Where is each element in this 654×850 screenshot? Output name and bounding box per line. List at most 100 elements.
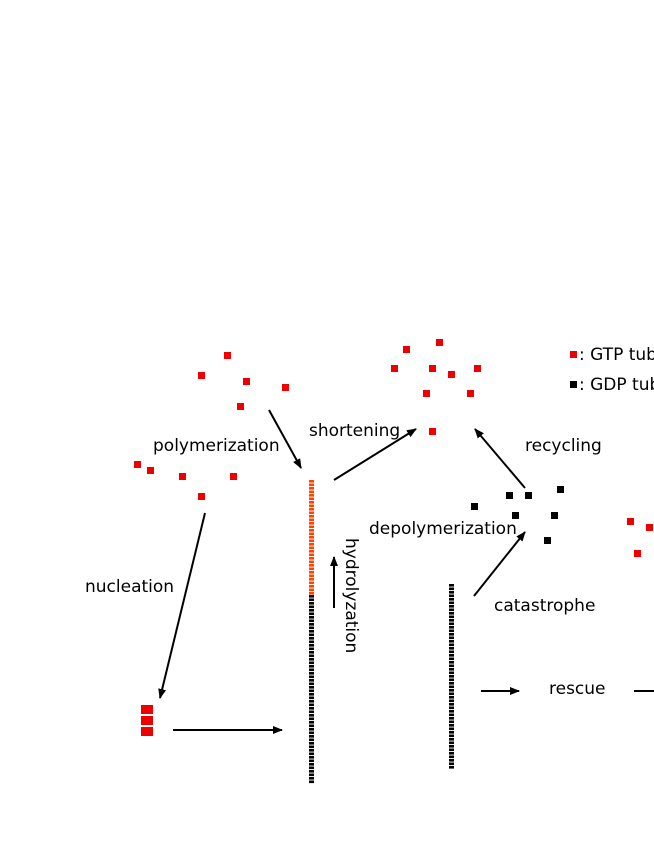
gdp-lattice-segment: [449, 598, 454, 601]
gtp-cap-segment: [309, 525, 314, 529]
gdp-lattice-segment: [309, 595, 314, 598]
gdp-lattice-segment: [309, 626, 314, 630]
gdp-lattice-segment: [309, 752, 314, 756]
gdp-lattice-segment: [449, 619, 454, 622]
label-hydrolyzation: hydrolyzation: [341, 538, 361, 653]
gdp-lattice-segment: [309, 654, 314, 658]
gtp-dimer-cluster-left: [134, 461, 237, 500]
nucleation-arrow: [158, 512, 206, 699]
gdp-dimer: [471, 503, 478, 510]
gdp-lattice-segment: [449, 594, 454, 598]
gtp-dimer: [423, 390, 430, 397]
gdp-lattice-segment: [449, 755, 454, 759]
gdp-lattice-segment: [309, 630, 314, 633]
gdp-dimer: [551, 512, 558, 519]
recycling-arrow: [474, 428, 526, 489]
gdp-lattice-segment: [309, 717, 314, 721]
gtp-cap-segment: [309, 529, 314, 532]
gtp-cap-segment: [309, 588, 314, 592]
gtp-cap-segment: [309, 515, 314, 518]
gdp-lattice-segment: [309, 602, 314, 605]
seed-dimer: [141, 705, 153, 714]
gdp-lattice-segment: [309, 728, 314, 731]
gdp-lattice-segment: [309, 724, 314, 728]
gdp-lattice-segment: [309, 696, 314, 700]
gtp-dimer: [627, 518, 634, 525]
gdp-lattice-segment: [449, 720, 454, 724]
gdp-lattice-segment: [449, 738, 454, 741]
gdp-lattice-segment: [309, 658, 314, 661]
gtp-dimer: [634, 550, 641, 557]
gtp-cap-segment: [309, 560, 314, 564]
gdp-lattice-segment: [449, 706, 454, 710]
gdp-lattice-segment: [449, 724, 454, 727]
gtp-dimer: [198, 493, 205, 500]
gdp-lattice-segment: [449, 647, 454, 650]
gdp-lattice-segment: [309, 665, 314, 668]
shortening-arrow: [333, 428, 417, 481]
legend-gdp-swatch: [570, 381, 577, 388]
gdp-dimer: [525, 492, 532, 499]
gtp-cap-segment: [309, 543, 314, 546]
gtp-dimer: [391, 365, 398, 372]
gtp-dimer: [179, 473, 186, 480]
gdp-lattice-segment: [449, 587, 454, 591]
gtp-cap-segment: [309, 508, 314, 511]
gtp-cap-segment: [309, 553, 314, 557]
gtp-dimer: [429, 365, 436, 372]
gdp-lattice-segment: [309, 700, 314, 703]
gtp-dimer: [198, 372, 205, 379]
gtp-cap-segment: [309, 539, 314, 543]
gdp-lattice-segment: [449, 608, 454, 612]
label-nucleation: nucleation: [85, 577, 174, 597]
gtp-dimer: [436, 339, 443, 346]
gtp-dimer: [448, 371, 455, 378]
gtp-dimer-cluster-right: [627, 518, 653, 557]
gdp-lattice-segment: [449, 661, 454, 664]
gdp-lattice-segment: [449, 640, 454, 643]
gtp-cap-segment: [309, 574, 314, 578]
gdp-lattice-segment: [309, 689, 314, 693]
gdp-lattice-segment: [449, 689, 454, 692]
gdp-lattice-segment: [449, 675, 454, 678]
gdp-dimer: [512, 512, 519, 519]
gdp-lattice-segment: [449, 762, 454, 766]
gdp-lattice-segment: [309, 693, 314, 696]
seed-dimer: [141, 727, 153, 736]
gdp-lattice-segment: [309, 679, 314, 682]
gdp-lattice-segment: [449, 717, 454, 720]
gdp-lattice-segment: [449, 682, 454, 685]
gdp-lattice-segment: [309, 714, 314, 717]
gtp-cap-segment: [309, 578, 314, 581]
gdp-lattice-segment: [309, 668, 314, 672]
gdp-lattice-segment: [449, 696, 454, 699]
gdp-lattice-segment: [309, 710, 314, 714]
gdp-lattice-segment: [309, 780, 314, 784]
gdp-lattice-segment: [449, 678, 454, 682]
growing-microtubule: [309, 480, 314, 784]
shrinking-microtubule: [449, 584, 454, 769]
gdp-lattice-segment: [309, 633, 314, 637]
gdp-lattice-segment: [449, 759, 454, 762]
gdp-lattice-segment: [449, 601, 454, 605]
legend-gdp-label: : GDP tub: [579, 375, 654, 395]
gtp-cap-segment: [309, 564, 314, 567]
gdp-lattice-segment: [309, 770, 314, 773]
gdp-lattice-segment: [309, 738, 314, 742]
gtp-dimer: [147, 467, 154, 474]
gdp-lattice-segment: [449, 664, 454, 668]
gtp-cap-segment: [309, 518, 314, 522]
gdp-lattice-segment: [449, 615, 454, 619]
polymerization-arrow: [268, 409, 302, 469]
gdp-lattice-segment: [309, 612, 314, 616]
gtp-cap-segment: [309, 571, 314, 574]
gtp-cap-segment: [309, 480, 314, 483]
gtp-cap-segment: [309, 532, 314, 536]
gtp-dimer-cluster-top-left: [198, 352, 289, 410]
gtp-dimer: [646, 524, 653, 531]
gdp-lattice-segment: [449, 748, 454, 752]
gdp-lattice-segment: [449, 766, 454, 769]
gtp-dimer: [403, 346, 410, 353]
